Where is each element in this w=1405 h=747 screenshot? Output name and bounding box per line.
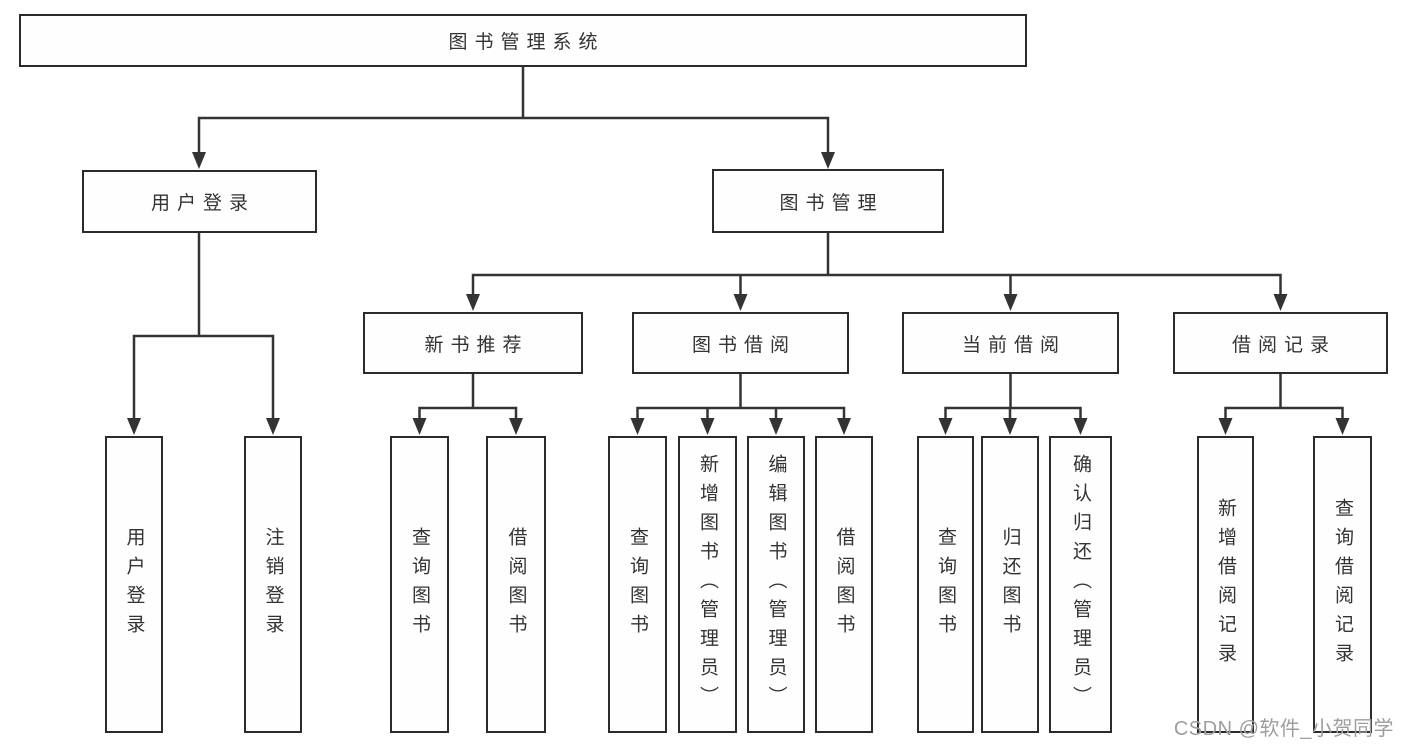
connector-root-to-level1 <box>197 67 830 153</box>
node-leaf-query-books: 查询图书 <box>917 436 974 733</box>
node-leaf-add-borrow-record: 新增借阅记录 <box>1197 436 1254 733</box>
node-label: 新书推荐 <box>424 334 529 356</box>
node-label: 新增图书（管理员） <box>697 454 718 715</box>
node-label: 查询图书 <box>935 526 956 643</box>
node-leaf-edit-book-admin: 编辑图书（管理员） <box>747 436 805 733</box>
node-label: 归还图书 <box>999 526 1021 643</box>
node-leaf-add-book-admin: 新增图书（管理员） <box>678 436 737 733</box>
node-label: 新增借阅记录 <box>1215 497 1236 672</box>
csdn-watermark: CSDN @软件_小贺同学 <box>1173 718 1394 740</box>
node-leaf-query-books: 查询图书 <box>608 436 667 733</box>
node-label: 图书管理系统 <box>448 32 605 53</box>
node-label: 用户登录 <box>123 526 145 643</box>
node-book-management: 图书管理 <box>712 169 944 233</box>
node-leaf-confirm-return-admin: 确认归还（管理员） <box>1049 436 1112 733</box>
node-borrowing-records: 借阅记录 <box>1173 312 1388 374</box>
node-label: 编辑图书（管理员） <box>765 454 787 715</box>
connector-login-to-children <box>132 233 275 419</box>
node-label: 图书借阅 <box>691 334 796 356</box>
node-new-book-recommend: 新书推荐 <box>363 312 583 374</box>
connector-newrec-to-children <box>418 374 518 419</box>
node-book-borrowing: 图书借阅 <box>632 312 849 374</box>
connector-borrow-to-children <box>636 374 846 419</box>
node-label: 借阅图书 <box>833 526 855 643</box>
node-current-borrowing: 当前借阅 <box>902 312 1119 374</box>
arrowheads <box>127 152 1350 435</box>
node-leaf-query-borrow-record: 查询借阅记录 <box>1313 436 1372 733</box>
node-label: 用户登录 <box>150 193 255 214</box>
node-leaf-return-books: 归还图书 <box>981 436 1039 733</box>
node-label: 确认归还（管理员） <box>1070 454 1091 715</box>
node-label: 查询借阅记录 <box>1332 497 1353 672</box>
node-label: 图书管理 <box>779 192 884 214</box>
node-label: 借阅图书 <box>505 526 527 643</box>
node-user-login: 用户登录 <box>82 170 317 233</box>
node-label: 当前借阅 <box>961 334 1066 356</box>
node-leaf-borrow-books: 借阅图书 <box>486 436 546 733</box>
node-leaf-logout: 注销登录 <box>244 436 302 733</box>
connector-mgmt-to-level2 <box>471 233 1282 295</box>
node-label: 查询图书 <box>409 526 430 643</box>
node-leaf-borrow-books: 借阅图书 <box>815 436 873 733</box>
connector-strokes <box>132 67 1344 419</box>
node-label: 查询图书 <box>627 526 648 643</box>
node-leaf-query-books: 查询图书 <box>390 436 449 733</box>
node-label: 注销登录 <box>262 526 284 643</box>
node-label: 借阅记录 <box>1231 334 1336 356</box>
node-leaf-user-login: 用户登录 <box>105 436 163 733</box>
node-library-management-system: 图书管理系统 <box>19 14 1027 67</box>
connector-current-to-children <box>944 374 1082 419</box>
connector-record-to-children <box>1224 374 1344 419</box>
